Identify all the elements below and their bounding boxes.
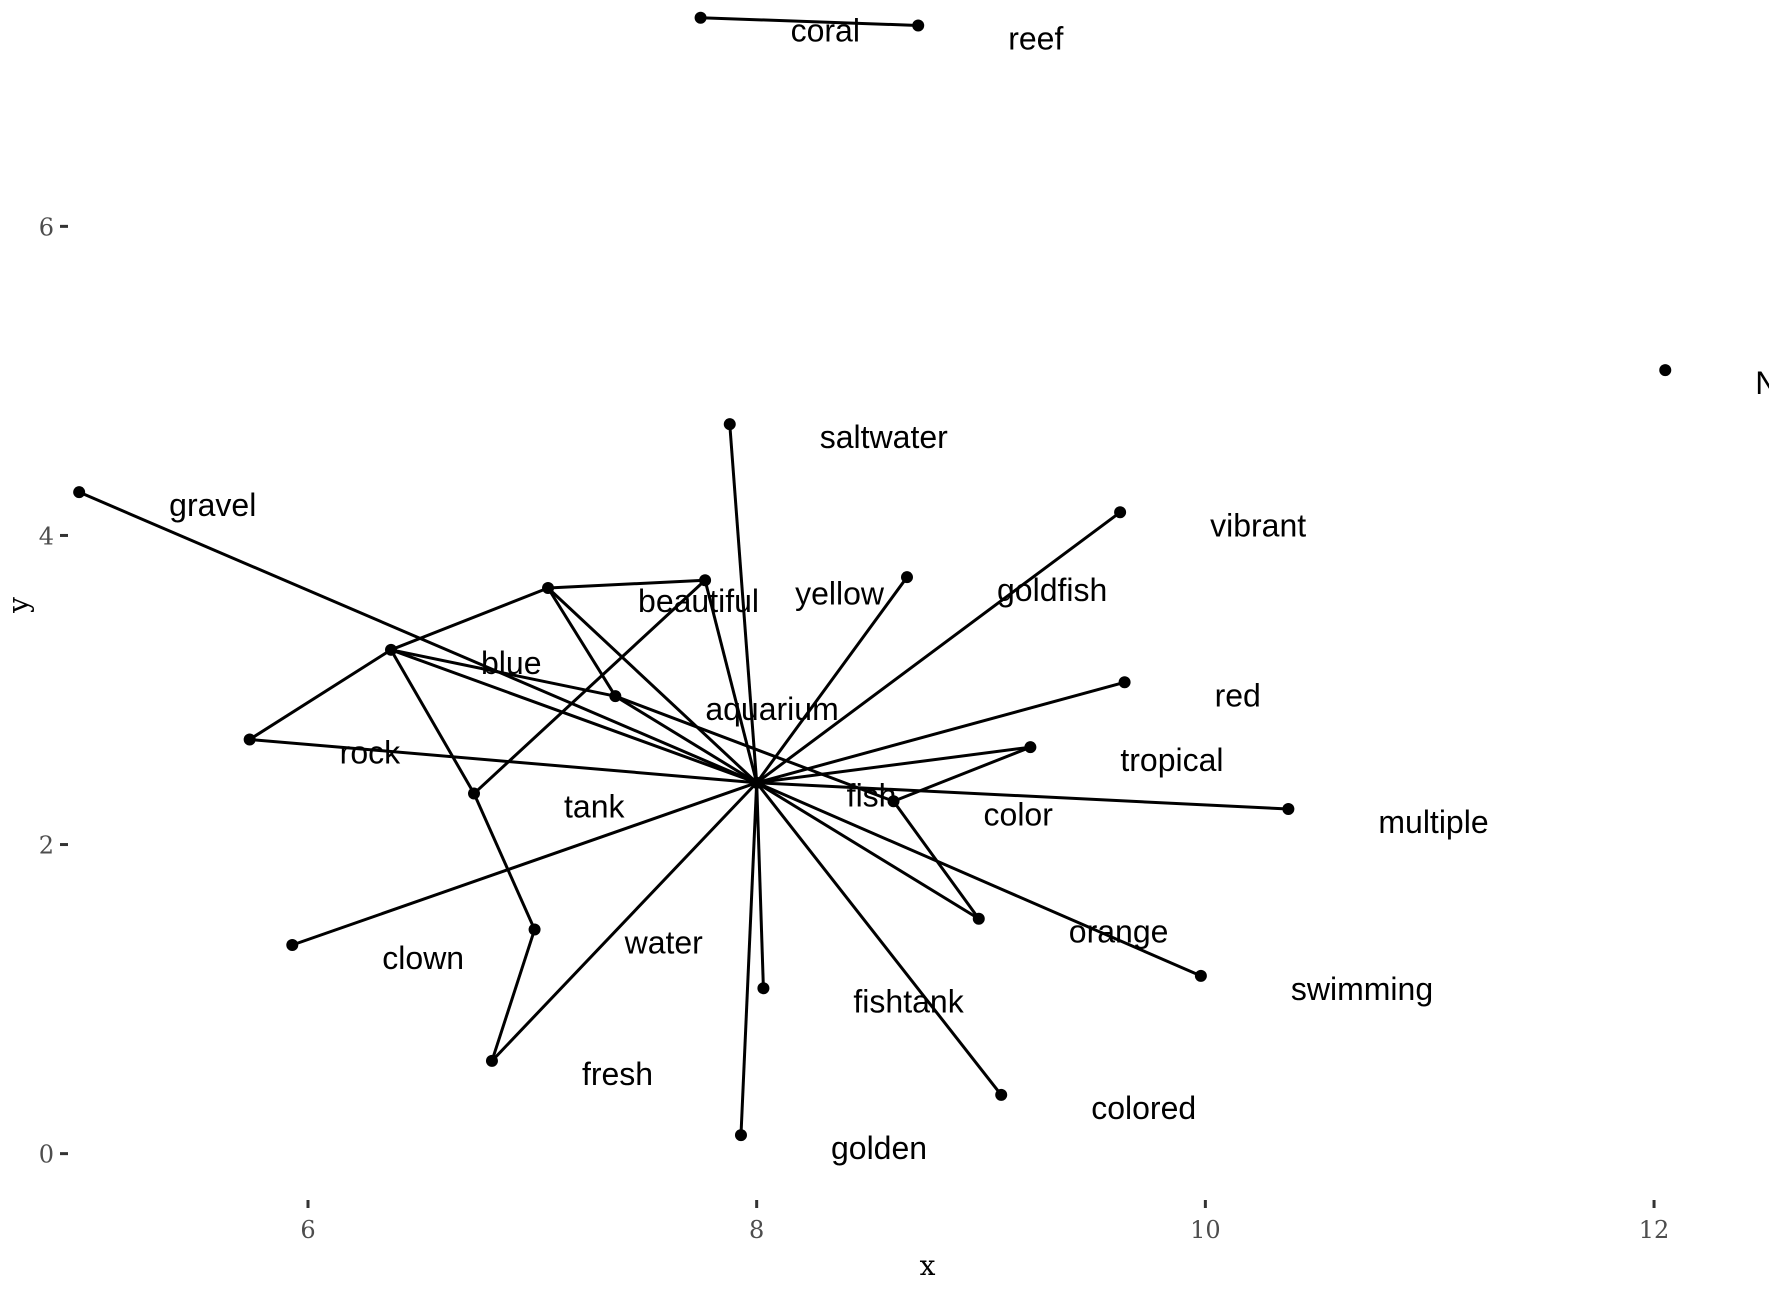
point-coral — [694, 11, 707, 24]
edge-fish-fresh — [490, 781, 758, 1062]
edge-fish-swimming — [756, 781, 1202, 978]
point-reef — [912, 19, 925, 32]
edge-beautiful-yellow — [547, 578, 706, 590]
label-beautiful: beautiful — [638, 583, 759, 619]
edge-fish-tropical — [756, 745, 1031, 785]
label-NA: NA — [1755, 365, 1769, 401]
edge-tank-yellow — [472, 579, 707, 795]
x-tick-label-10: 10 — [1190, 1216, 1221, 1244]
label-yellow: yellow — [795, 575, 885, 611]
edge-fish-fishtank — [755, 782, 765, 989]
label-aquarium: aquarium — [705, 691, 838, 727]
edge-blue-beautiful — [390, 586, 549, 652]
edge-color-tropical — [892, 745, 1031, 803]
x-tick-label-12: 12 — [1639, 1216, 1670, 1244]
point-goldfish — [900, 571, 913, 584]
edge-fish-vibrant — [755, 511, 1122, 784]
points-layer — [73, 11, 1672, 1142]
label-orange: orange — [1069, 914, 1169, 950]
label-fresh: fresh — [582, 1056, 653, 1092]
point-tropical — [1024, 741, 1037, 754]
point-multiple — [1282, 803, 1295, 815]
label-color: color — [984, 796, 1054, 832]
point-color — [887, 795, 900, 808]
labels-layer: coral reefNA saltwater gravel vibrant goldfis… — [169, 13, 1769, 1166]
edge-fish-golden — [739, 782, 759, 1136]
edge-fish-saltwater — [728, 424, 759, 783]
edge-fish-colored — [755, 781, 1003, 1096]
edge-fish-clown — [291, 781, 758, 947]
point-red — [1118, 676, 1131, 689]
label-water: water — [624, 925, 704, 961]
label-red: red — [1215, 677, 1261, 713]
edges-layer — [78, 16, 1289, 1136]
label-clown: clown — [382, 940, 464, 976]
point-fresh — [485, 1054, 498, 1067]
edge-fish-beautiful — [547, 586, 758, 784]
point-rock — [243, 733, 256, 746]
point-tank — [468, 787, 481, 800]
label-goldfish: goldfish — [997, 572, 1107, 608]
edge-beautiful-aquarium — [546, 587, 617, 697]
edge-water-fresh — [490, 929, 537, 1062]
label-coral: coral — [791, 13, 860, 49]
edge-coral-reef — [700, 16, 919, 27]
x-tick-label-8: 8 — [749, 1216, 764, 1244]
edge-fish-rock — [249, 737, 757, 785]
edge-fish-blue — [390, 648, 758, 785]
y-axis-title: y — [2, 597, 35, 614]
label-golden: golden — [831, 1130, 927, 1166]
edge-fish-gravel — [78, 490, 758, 785]
y-tick-label-0: 0 — [39, 1141, 54, 1169]
point-gravel — [73, 486, 86, 499]
edge-fish-yellow — [703, 579, 759, 784]
edge-fish-goldfish — [755, 576, 909, 784]
x-tick-label-6: 6 — [300, 1216, 315, 1244]
edge-blue-tank — [389, 649, 476, 795]
point-aquarium — [609, 690, 622, 703]
point-golden — [734, 1129, 747, 1142]
label-tropical: tropical — [1120, 742, 1223, 778]
edge-aquarium-color — [614, 694, 895, 803]
point-blue — [385, 643, 397, 656]
y-tick-label-6: 6 — [39, 213, 54, 241]
label-fish: fish — [847, 778, 897, 814]
point-swimming — [1194, 969, 1207, 982]
point-yellow — [699, 574, 712, 587]
label-vibrant: vibrant — [1210, 507, 1306, 543]
edge-blue-rock — [248, 648, 392, 741]
edge-color-orange — [892, 800, 980, 920]
point-water — [528, 923, 541, 936]
point-NA — [1659, 364, 1672, 377]
label-multiple: multiple — [1378, 804, 1488, 840]
edge-fish-multiple — [756, 781, 1289, 811]
edge-blue-aquarium — [390, 648, 616, 698]
point-vibrant — [1114, 506, 1127, 519]
label-blue: blue — [481, 645, 542, 681]
point-fish — [750, 776, 763, 789]
label-gravel: gravel — [169, 487, 256, 523]
label-rock: rock — [340, 734, 401, 770]
label-colored: colored — [1091, 1090, 1196, 1126]
label-saltwater: saltwater — [820, 419, 948, 455]
label-reef: reef — [1008, 20, 1063, 56]
label-fishtank: fishtank — [853, 983, 964, 1019]
point-clown — [286, 939, 299, 951]
y-tick-label-4: 4 — [39, 522, 54, 550]
edge-fish-aquarium — [614, 694, 758, 785]
point-colored — [995, 1088, 1008, 1101]
label-swimming: swimming — [1291, 971, 1433, 1007]
point-saltwater — [723, 418, 736, 431]
label-tank: tank — [564, 789, 625, 825]
point-orange — [972, 912, 985, 925]
x-axis-title: x — [920, 1249, 936, 1282]
point-beautiful — [542, 582, 555, 594]
point-fishtank — [757, 982, 770, 995]
y-tick-label-2: 2 — [39, 832, 54, 860]
edge-fish-orange — [755, 781, 980, 921]
edge-fish-red — [756, 680, 1125, 785]
axes-layer: 6 8 10 12 0 2 4 6 — [39, 213, 1670, 1244]
edge-tank-water — [472, 792, 536, 931]
